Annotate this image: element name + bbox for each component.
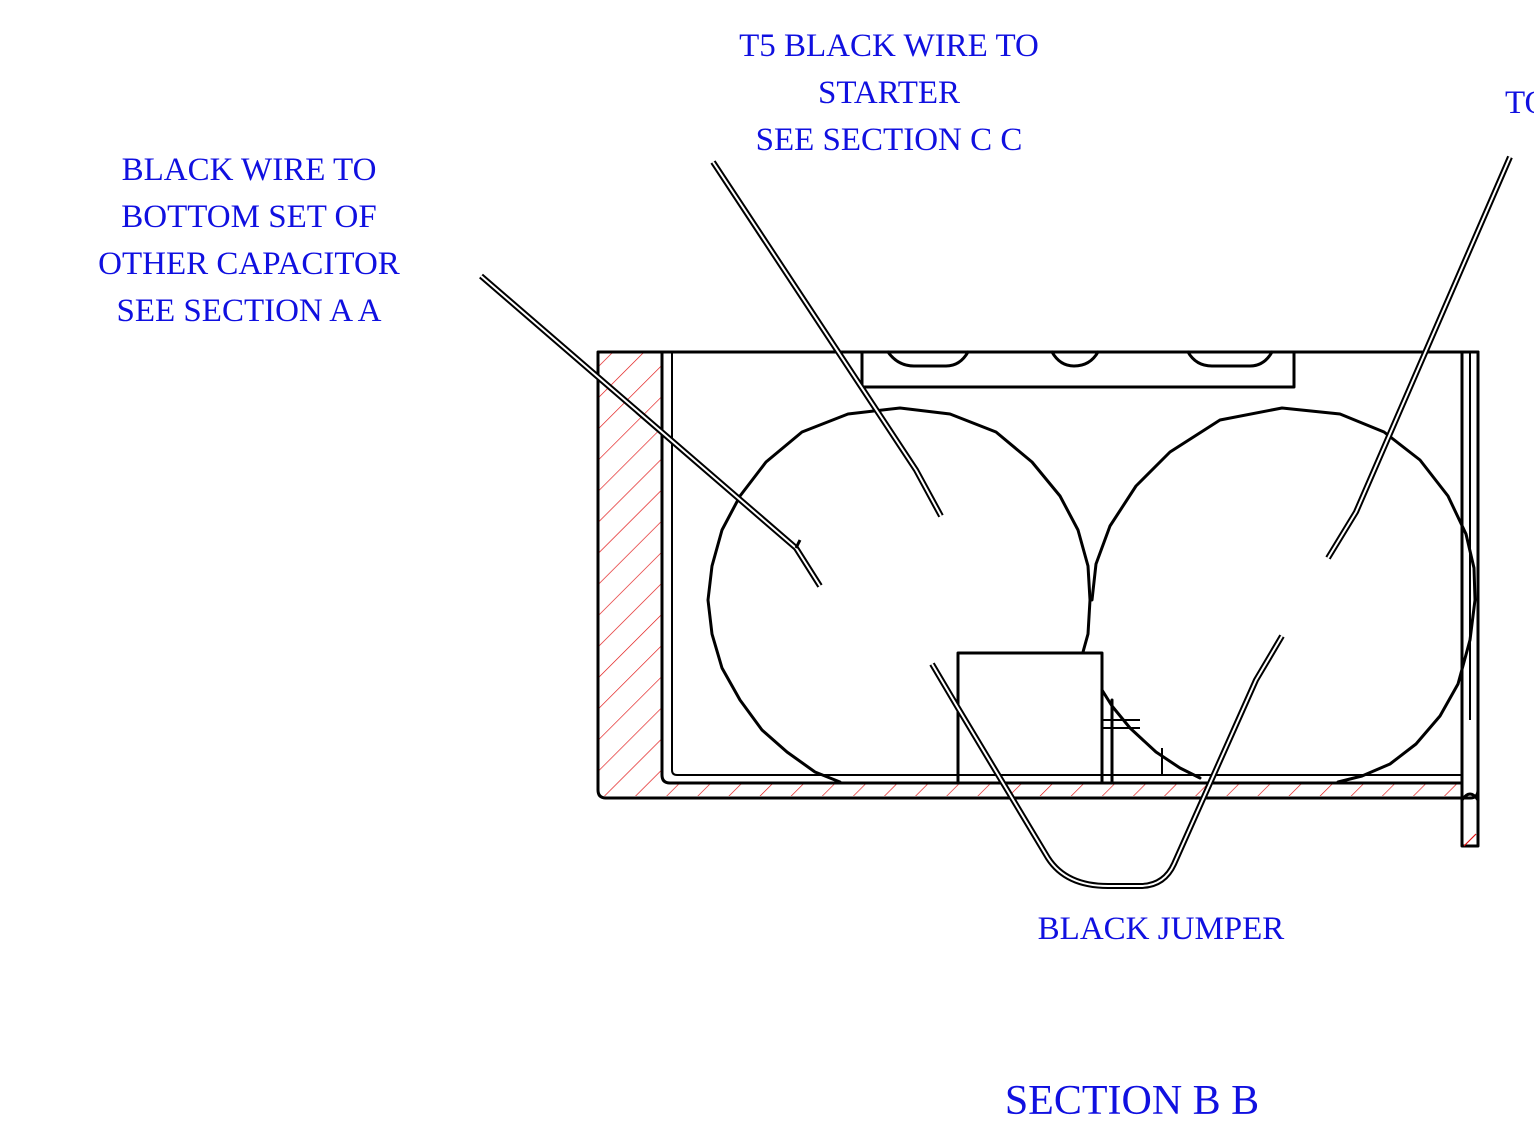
black-jumper-wire (929, 634, 1285, 889)
housing (596, 350, 1480, 848)
top-bracket-slot-3 (1186, 350, 1274, 368)
label-line: OTHER CAPACITOR (98, 246, 400, 282)
top-bracket-slot-2 (1050, 350, 1100, 368)
capacitor-right-body (1090, 406, 1477, 784)
label-line: BOTTOM SET OF (121, 199, 377, 235)
label-line: SEE SECTION A A (117, 293, 382, 329)
label-line: STARTER (818, 75, 960, 111)
housing-right-flange (1460, 350, 1480, 848)
center-block-body (956, 651, 1104, 785)
label-black-jumper: BLACK JUMPER (1038, 911, 1285, 947)
label-black-wire-other-capacitor: BLACK WIRE TO BOTTOM SET OF OTHER CAPACI… (98, 152, 400, 329)
capacitor-right-lower (1100, 688, 1202, 780)
capacitor-left (706, 406, 1092, 784)
wire-t5-leader (710, 160, 944, 518)
label-cut-off-right: TO (1505, 85, 1534, 121)
capacitor-right (1090, 406, 1477, 784)
label-line: T5 BLACK WIRE TO (739, 28, 1039, 64)
capacitor-left-body (706, 406, 1092, 784)
section-title: SECTION B B (1005, 1078, 1259, 1124)
label-line: BLACK WIRE TO (122, 152, 377, 188)
label-line: SEE SECTION C C (756, 122, 1023, 158)
housing-wall-hatch (598, 352, 1462, 796)
top-bracket-slot-1 (886, 350, 970, 368)
housing-inner-lining (671, 352, 1462, 776)
center-block (956, 651, 1163, 785)
top-bracket (860, 350, 1296, 389)
housing-right-tab (1460, 792, 1480, 802)
housing-wall-inner (660, 350, 1464, 785)
top-bracket-body (860, 350, 1296, 389)
wire-right-leader (1325, 155, 1513, 560)
housing-right-hatch-mark (1463, 833, 1477, 847)
label-t5-wire-starter: T5 BLACK WIRE TO STARTER SEE SECTION C C (739, 28, 1039, 158)
housing-outer-outline (596, 350, 1480, 800)
wire-left-leader (479, 273, 823, 588)
